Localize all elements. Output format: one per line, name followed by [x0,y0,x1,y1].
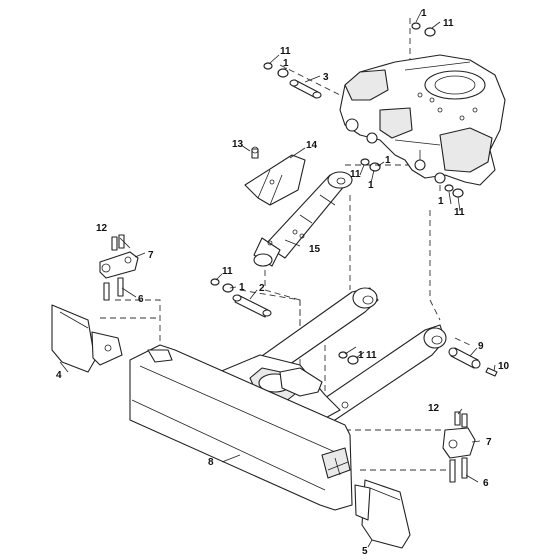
callout-12: 12 [96,223,108,234]
callout-10: 10 [498,361,510,372]
dozer-blade-8 [129,344,353,511]
callout-15: 15 [309,244,321,255]
callout-4: 4 [56,370,62,381]
pin-seal-1 [411,22,421,30]
leader-lines [59,9,496,548]
bracket-7-right [442,411,476,483]
callout-11: 11 [366,350,377,361]
callout-1: 1 [368,180,374,191]
callout-11: 11 [222,266,233,277]
pin-3 [289,79,322,99]
callout-14: 14 [306,140,318,151]
callout-1: 1 [239,282,245,293]
callout-1: 1 [385,155,391,166]
callout-1: 1 [358,350,364,361]
pin-seal-1 [444,184,454,192]
cylinder-15 [253,171,353,267]
pin-seal-1 [222,283,234,293]
cover-14 [244,154,306,206]
callout-11: 11 [280,46,291,57]
end-plate-5 [354,479,411,549]
o-ring-11 [263,62,273,70]
callout-1: 1 [438,196,444,207]
bolt-13 [251,146,259,159]
callout-5: 5 [362,546,368,557]
swing-bracket [339,54,506,186]
callout-11: 11 [454,207,465,218]
callout-2: 2 [259,283,265,294]
o-ring-11 [424,27,436,37]
callout-11: 11 [443,18,454,29]
callout-1: 1 [283,58,289,69]
callout-6: 6 [483,478,489,489]
pin-2 [232,294,272,318]
callout-labels: 1 11 11 1 3 13 14 11 1 1 1 11 12 7 15 11… [56,8,510,557]
callout-9: 9 [478,341,484,352]
callout-12: 12 [428,403,440,414]
pin-seal-1 [277,68,289,78]
callout-11: 11 [350,169,361,180]
callout-7: 7 [148,250,154,261]
o-ring-11 [210,278,220,286]
end-plate-4 [51,304,123,373]
o-ring-11 [360,158,370,166]
callout-7: 7 [486,437,492,448]
pin-seal-1 [347,355,359,365]
callout-3: 3 [323,72,329,83]
callout-13: 13 [232,139,244,150]
o-ring-11 [338,351,348,359]
pin-seal-1 [369,162,381,172]
callout-6: 6 [138,294,144,305]
bolt-10 [485,367,498,377]
bracket-7-left [99,234,139,301]
o-ring-11 [452,188,464,198]
callout-8: 8 [208,457,214,468]
callout-1: 1 [421,8,427,19]
pin-9 [448,347,481,369]
